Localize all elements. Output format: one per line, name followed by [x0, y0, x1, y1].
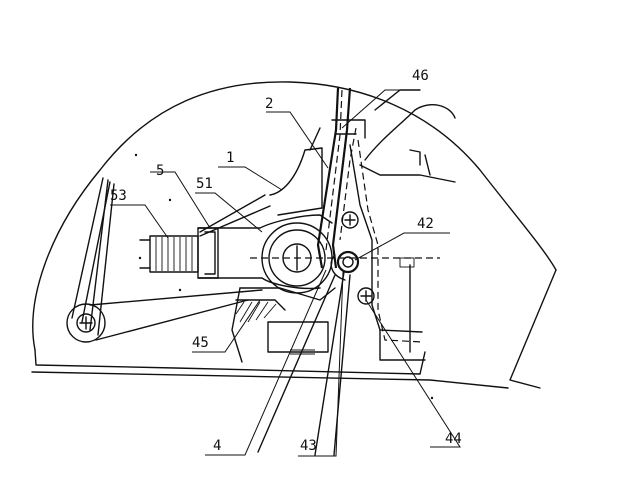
right-frame: [267, 89, 456, 361]
housing-outline: [31, 81, 557, 389]
label-51: 51: [196, 176, 213, 192]
lower-left-pulley: [66, 289, 263, 343]
part-1-link: [199, 127, 323, 237]
rods-4-43: [257, 271, 351, 456]
lever-2: [316, 87, 366, 269]
label-42: 42: [417, 216, 434, 232]
label-1: 1: [226, 150, 234, 166]
label-2: 2: [265, 96, 273, 112]
leader-lines: [110, 89, 461, 457]
left-guide-rails: [71, 177, 115, 336]
label-45: 45: [192, 335, 209, 351]
dots: [134, 153, 434, 400]
label-46: 46: [412, 68, 429, 84]
sector-plate-45: [231, 287, 336, 363]
screws: [341, 211, 375, 305]
label-44: 44: [445, 431, 462, 447]
label-43: 43: [300, 438, 317, 454]
label-53: 53: [110, 188, 127, 204]
label-4: 4: [213, 438, 221, 454]
arm-5-assembly: [139, 214, 333, 290]
label-5: 5: [156, 163, 164, 179]
